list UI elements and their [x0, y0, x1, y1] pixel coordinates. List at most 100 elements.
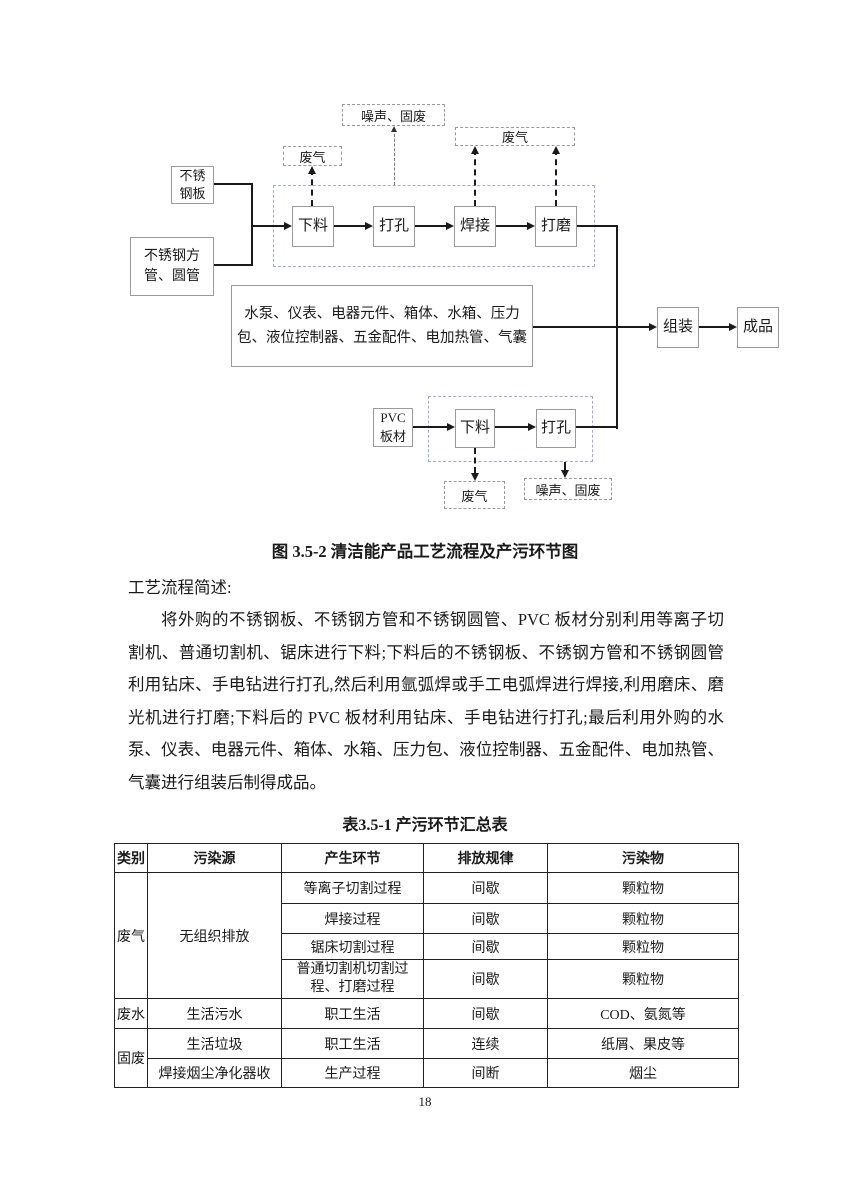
arrow-head [284, 222, 292, 230]
table-title: 表3.5-1 产污环节汇总表 [342, 817, 508, 834]
cell-source: 生活污水 [147, 998, 282, 1029]
table-row: 废水 生活污水 职工生活 间歇 COD、氨氮等 [114, 998, 739, 1029]
emission-arrow-line [564, 462, 566, 470]
process-flow-diagram: 噪声、固废 废气 废气 废气 噪声、固废 不锈 钢板 不锈钢方 管、圆管 PVC… [0, 0, 850, 530]
cell-source: 无组织排放 [147, 872, 282, 999]
arrow-head-up [471, 146, 479, 154]
pollution-summary-table: 类别 污染源 产生环节 排放规律 污染物 废气 无组织排放 等离子切割过程 间歇… [114, 843, 739, 1088]
table-row: 锯床切割过程 间歇 颗粒物 [115, 933, 739, 960]
step-box-product: 成品 [737, 307, 779, 348]
cell-stage: 等离子切割过程 [281, 872, 424, 904]
page-number: 18 [418, 1094, 432, 1109]
emission-box-exhaust-pvc: 废气 [444, 481, 505, 509]
connector-line [533, 326, 650, 328]
connector-line [577, 225, 618, 227]
emission-box-noise-solid-pvc: 噪声、固废 [524, 478, 612, 500]
emission-label: 噪声、固废 [535, 482, 601, 498]
connector-line [214, 264, 252, 266]
header-pollutant: 污染物 [547, 843, 739, 873]
arrow-head-up [552, 146, 560, 154]
cell-pattern: 间歇 [423, 959, 548, 999]
table-row: 焊接过程 间歇 颗粒物 [115, 903, 739, 934]
emission-box-exhaust-top-right: 废气 [455, 127, 575, 146]
cell-pattern: 间歇 [423, 998, 548, 1029]
table-header-row: 类别 污染源 产生环节 排放规律 污染物 [114, 843, 739, 873]
cell-pattern: 间歇 [423, 872, 548, 904]
emission-arrow-line [474, 448, 476, 473]
connector-line [576, 426, 618, 428]
cell-pollutant: COD、氨氮等 [547, 998, 739, 1029]
arrow-head [528, 423, 536, 431]
cell-pollutant: 颗粒物 [547, 872, 739, 904]
emission-arrow-line [311, 169, 313, 206]
connector-line [251, 183, 253, 266]
emission-label: 废气 [501, 130, 528, 145]
step-box-drilling-pvc: 打孔 [536, 409, 576, 448]
cell-category: 废水 [114, 998, 148, 1029]
cell-pollutant: 纸屑、果皮等 [547, 1028, 739, 1059]
arrow-head-down [561, 470, 569, 478]
emission-label: 废气 [461, 488, 488, 504]
figure-caption: 图 3.5-2 清洁能产品工艺流程及产污环节图 [271, 542, 579, 561]
cell-pattern: 间歇 [423, 933, 548, 960]
table-row: 废气 无组织排放 等离子切割过程 间歇 颗粒物 [114, 872, 739, 999]
cell-stage: 锯床切割过程 [281, 933, 424, 960]
arrow-head [527, 222, 535, 230]
cell-pattern: 间断 [423, 1058, 548, 1088]
connector-line [251, 225, 285, 227]
arrow-head [729, 323, 737, 331]
connector-line [496, 225, 528, 227]
emission-box-exhaust-top-left: 废气 [283, 146, 342, 166]
cell-pollutant: 颗粒物 [547, 959, 739, 999]
step-box-welding: 焊接 [454, 206, 496, 247]
arrow-head [365, 222, 373, 230]
pvc-flow-dashed-container [428, 396, 593, 462]
emission-box-noise-solid-top: 噪声、固废 [342, 104, 445, 126]
emission-arrow-line [555, 149, 557, 206]
cell-pollutant: 颗粒物 [547, 903, 739, 934]
arrow-head-up [391, 126, 397, 132]
cell-stage: 焊接过程 [281, 903, 424, 934]
cell-category: 固废 [114, 1028, 148, 1088]
cell-source: 焊接烟尘净化器收 [147, 1058, 282, 1088]
arrow-head [447, 423, 455, 431]
cell-stage: 职工生活 [281, 998, 424, 1029]
cell-source: 生活垃圾 [147, 1028, 282, 1059]
header-category: 类别 [114, 843, 148, 873]
emission-label: 噪声、固废 [360, 108, 426, 124]
step-box-cutting-steel: 下料 [292, 206, 334, 247]
cell-stage: 普通切割机切割过 程、打磨过程 [281, 959, 424, 999]
table-row: 普通切割机切割过 程、打磨过程 间歇 颗粒物 [115, 959, 739, 999]
step-box-assembly: 组装 [657, 307, 699, 348]
connector-line [413, 426, 448, 428]
arrow-head-up [308, 166, 316, 174]
header-pattern: 排放规律 [423, 843, 548, 873]
emission-label: 废气 [299, 149, 326, 165]
header-stage: 产生环节 [281, 843, 424, 873]
emission-arrow-line [474, 149, 476, 206]
connector-line [334, 225, 366, 227]
arrow-head [446, 222, 454, 230]
process-description-paragraph: 将外购的不锈钢板、不锈钢方管和不锈钢圆管、PVC 板材分别利用等离子切割机、普通… [128, 610, 724, 792]
table-row: 焊接烟尘净化器收 生产过程 间断 烟尘 [115, 1058, 739, 1088]
cell-pollutant: 烟尘 [547, 1058, 739, 1088]
header-source: 污染源 [147, 843, 282, 873]
emission-arrow-line-dotted [394, 129, 395, 185]
cell-stage: 生产过程 [281, 1058, 424, 1088]
table-row: 固废 生活垃圾 职工生活 连续 纸屑、果皮等 [114, 1028, 739, 1088]
input-box-steel-plate: 不锈 钢板 [171, 166, 214, 204]
cell-category: 废气 [114, 872, 148, 999]
arrow-head [649, 323, 657, 331]
connector-line [495, 426, 529, 428]
input-box-steel-tube: 不锈钢方 管、圆管 [130, 237, 214, 296]
input-box-pvc-plate: PVC 板材 [373, 408, 413, 447]
connector-line [699, 326, 730, 328]
input-box-purchased-parts: 水泵、仪表、电器元件、箱体、水箱、压力 包、液位控制器、五金配件、电加热管、气囊 [231, 285, 533, 367]
step-box-cutting-pvc: 下料 [455, 409, 495, 448]
arrow-head-down [471, 473, 479, 481]
step-box-drilling-steel: 打孔 [373, 206, 415, 247]
step-box-grinding: 打磨 [535, 206, 577, 247]
cell-stage: 职工生活 [281, 1028, 424, 1059]
process-intro-label: 工艺流程简述: [128, 578, 232, 597]
